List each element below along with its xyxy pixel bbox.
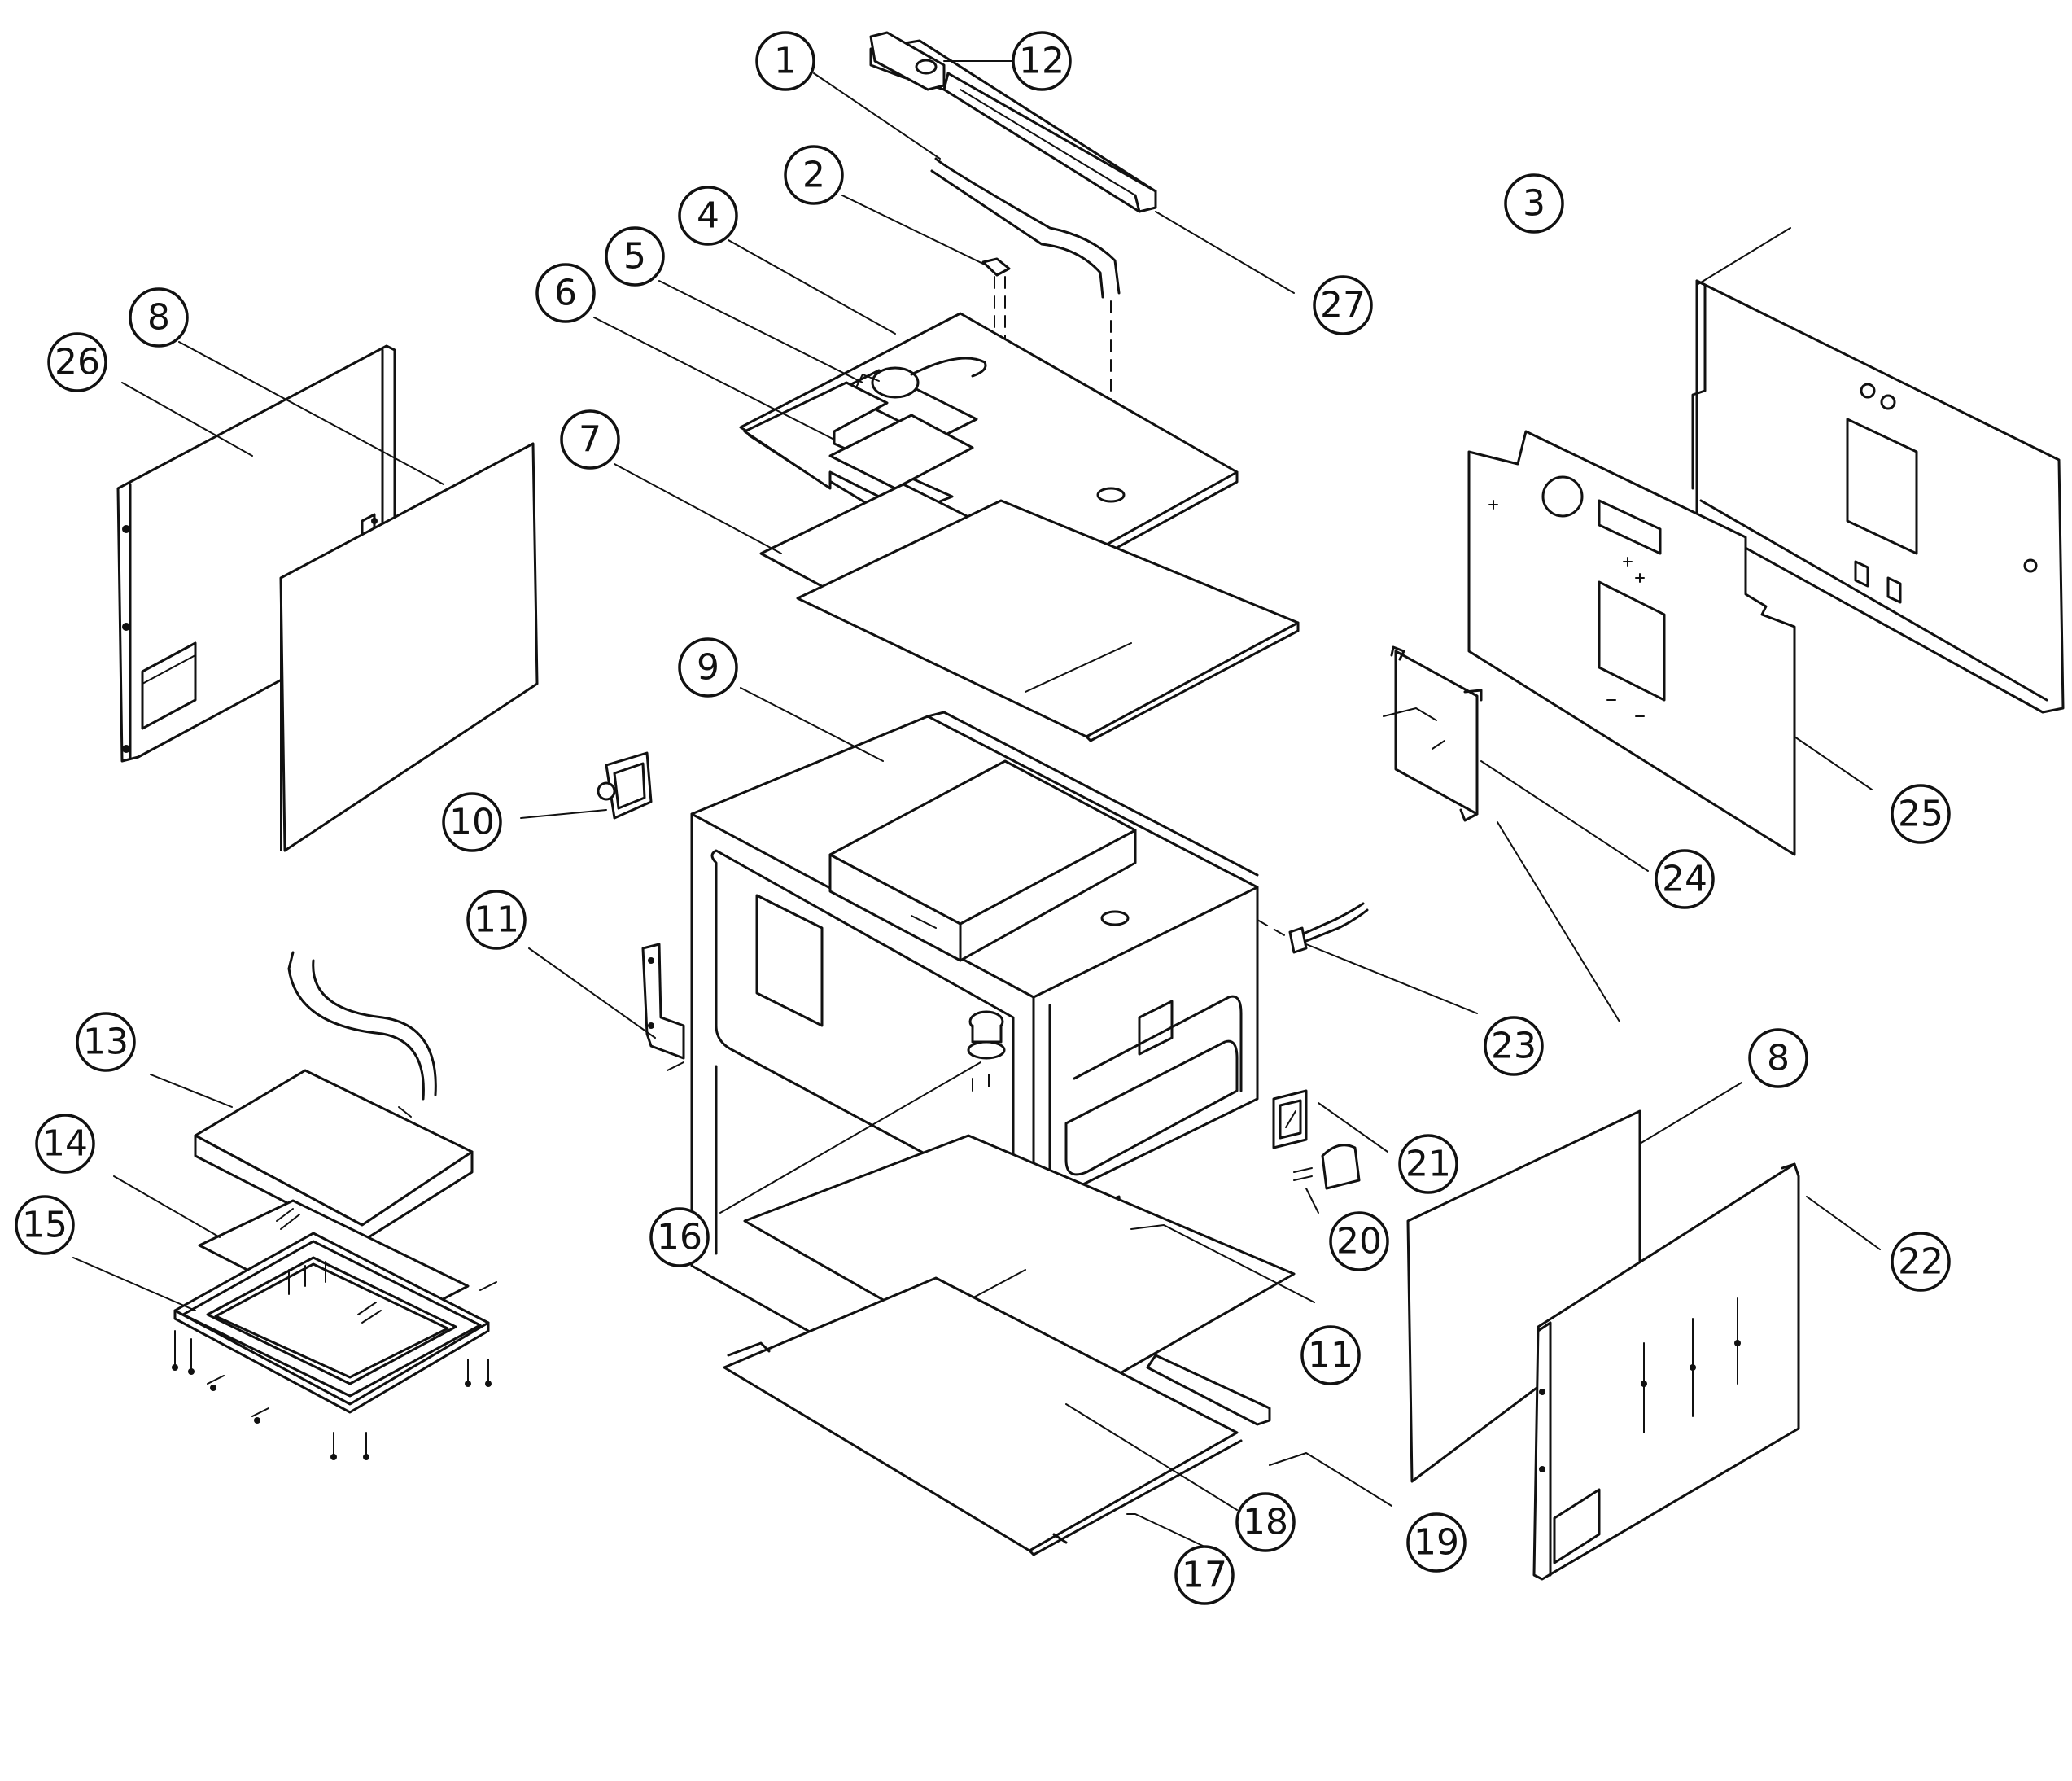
svg-text:20: 20 [1336,1221,1382,1262]
callout-26: 26 [47,332,107,392]
part-10-knob [597,751,653,820]
svg-text:11: 11 [474,899,519,941]
svg-text:27: 27 [1320,285,1366,326]
svg-text:26: 26 [55,342,100,383]
svg-text:13: 13 [83,1022,129,1063]
svg-text:3: 3 [1523,183,1545,225]
svg-text:15: 15 [22,1205,68,1246]
svg-text:11: 11 [1308,1335,1353,1376]
part-12-duct-end [869,31,946,91]
callout-15: 15 [15,1195,75,1255]
part-22-right-side-panel [1532,1162,1800,1581]
part-21-window-bracket [1272,1089,1308,1149]
callout-2: 2 [784,145,844,205]
part-13-panel-with-cable [194,951,474,1243]
svg-text:8: 8 [1767,1038,1790,1079]
callout-11-left: 11 [466,890,527,950]
svg-text:25: 25 [1898,794,1943,835]
callout-14: 14 [35,1114,95,1174]
callout-27: 27 [1313,275,1373,335]
part-19-bottom-rail [1146,1354,1271,1426]
svg-text:10: 10 [449,802,495,843]
leader-lines [72,60,1881,1547]
svg-text:8: 8 [147,297,170,339]
callout-1: 1 [755,31,815,91]
callout-10: 10 [442,792,502,852]
part-6-control-plate [743,381,974,514]
callout-25: 25 [1891,784,1951,844]
callout-13: 13 [76,1012,136,1072]
callout-5: 5 [605,226,665,287]
callout-17: 17 [1174,1545,1235,1605]
part-25-rear-insulation [1467,430,1796,856]
callout-8-left: 8 [129,287,189,348]
part-16-light-socket [967,1010,1006,1092]
callout-21: 21 [1398,1134,1458,1194]
callout-23: 23 [1484,1016,1544,1076]
svg-text:1: 1 [774,41,797,82]
svg-text:4: 4 [697,195,719,237]
callout-20: 20 [1329,1211,1389,1271]
callout-11-right: 11 [1300,1325,1361,1385]
part-3-back-panel [1691,279,2065,714]
part-17-bottom-pan [723,1276,1243,1556]
svg-text:14: 14 [42,1123,88,1165]
svg-text:6: 6 [554,273,577,314]
svg-text:24: 24 [1662,859,1707,900]
svg-text:22: 22 [1898,1241,1943,1283]
svg-text:9: 9 [697,647,719,689]
part-24-bracket-plate [1383,645,1483,822]
callout-7: 7 [560,409,620,470]
part-15-door-frame [172,1232,497,1460]
callout-24: 24 [1655,849,1715,909]
callout-9: 9 [678,637,738,698]
part-5-motor-assembly [837,357,987,441]
svg-text:18: 18 [1243,1502,1288,1543]
svg-text:7: 7 [579,419,601,461]
callout-16: 16 [649,1207,710,1267]
svg-text:2: 2 [802,155,825,196]
svg-text:12: 12 [1019,41,1064,82]
callout-19: 19 [1406,1512,1467,1573]
svg-text:21: 21 [1405,1144,1451,1185]
svg-text:17: 17 [1182,1555,1227,1596]
svg-text:19: 19 [1414,1522,1459,1564]
callout-4: 4 [678,186,738,246]
callout-8-right: 8 [1748,1028,1808,1088]
part-11-hinge-left [641,943,685,1071]
part-7-insulation-top [759,483,1300,742]
callout-18: 18 [1235,1492,1296,1552]
svg-text:5: 5 [623,236,646,278]
callout-22: 22 [1891,1232,1951,1292]
callout-3: 3 [1504,173,1564,234]
callout-6: 6 [535,263,596,323]
svg-text:23: 23 [1491,1026,1537,1067]
callout-12: 12 [1012,31,1072,91]
part-8-left-insulation [279,442,539,852]
part-23-sensor [1257,902,1369,954]
part-20-lamp-cover [1293,1144,1361,1190]
svg-text:16: 16 [657,1217,702,1258]
